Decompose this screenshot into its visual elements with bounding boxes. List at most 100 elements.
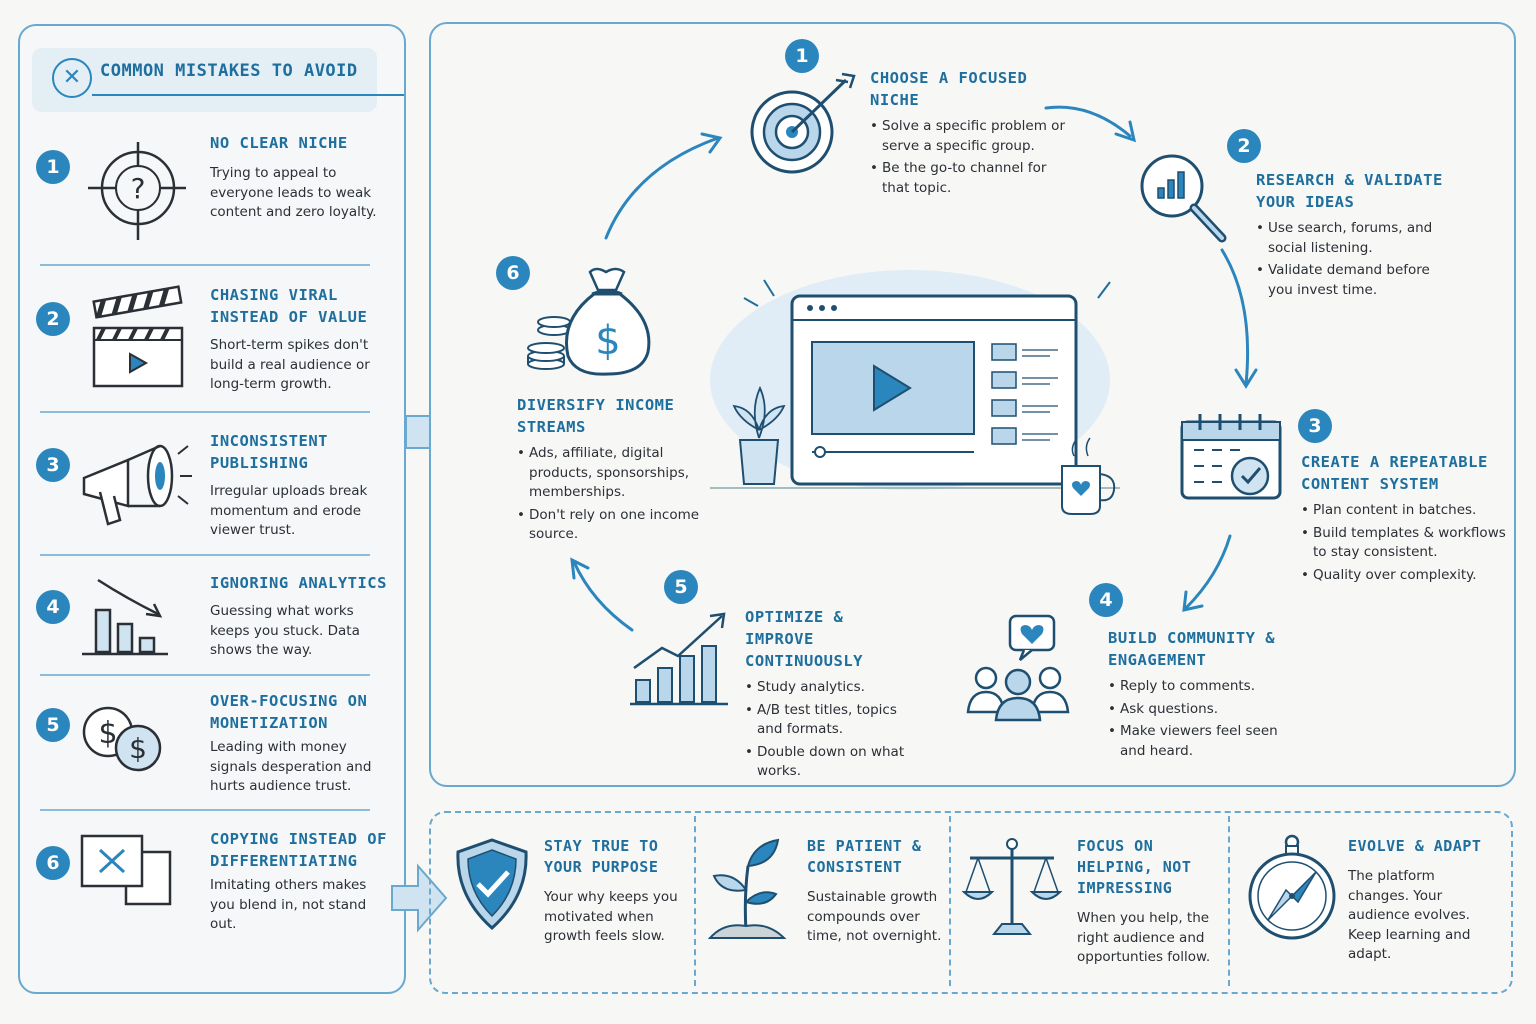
principles-panel [429, 811, 1513, 994]
step-bullet: Reply to comments. [1108, 677, 1278, 697]
step-title: CHOOSE A FOCUSED NICHE [870, 69, 1028, 109]
step-bullet: Don't rely on one income source. [517, 506, 702, 545]
principle-title: FOCUS ON HELPING, NOT IMPRESSING [1077, 837, 1192, 897]
step-bullet: A/B test titles, topics and formats. [745, 701, 915, 740]
svg-text:$: $ [98, 716, 117, 751]
mistake-item: 1 ? NO CLEAR NICHE Trying to appeal to e… [32, 132, 380, 272]
principle-desc: The platform changes. Your audience evol… [1348, 868, 1471, 962]
mistake-desc: Irregular uploads break momentum and ero… [210, 483, 368, 538]
principle-1: STAY TRUE TO YOUR PURPOSE Your why keeps… [544, 836, 689, 947]
divider [1228, 816, 1230, 986]
megaphone-icon [82, 444, 192, 526]
mistake-number: 2 [36, 302, 70, 336]
step-title: RESEARCH & VALIDATE YOUR IDEAS [1256, 171, 1443, 211]
divider [40, 264, 370, 266]
step-bullet: Ask questions. [1108, 700, 1278, 720]
step-title: DIVERSIFY INCOME STREAMS [517, 396, 675, 436]
step-number: 1 [785, 39, 819, 73]
cycle-arrows [570, 105, 1258, 632]
compass-icon [1248, 834, 1336, 940]
principle-title: EVOLVE & ADAPT [1348, 837, 1482, 855]
step-bullet: Be the go-to channel for that topic. [870, 159, 1070, 198]
mistake-item: 5 $ $ OVER-FOCUSING ON MONETIZATION Lead… [32, 690, 380, 830]
divider [694, 816, 696, 986]
declining-chart-icon [82, 578, 168, 656]
step-4: BUILD COMMUNITY & ENGAGEMENT Reply to co… [1108, 627, 1278, 764]
target-icon [750, 72, 856, 174]
mistake-item: 6 COPYING INSTEAD OF DIFFERENTIATING Imi… [32, 828, 386, 968]
step-number: 4 [1089, 583, 1123, 617]
step-bullet: Solve a specific problem or serve a spec… [870, 117, 1070, 156]
svg-text:$: $ [129, 732, 147, 765]
step-number: 2 [1227, 129, 1261, 163]
principle-desc: When you help, the right audience and op… [1077, 910, 1211, 965]
money-bag-icon: $ [527, 267, 651, 376]
mistake-desc: Guessing what works keeps you stuck. Dat… [210, 603, 360, 658]
clapperboard-icon [92, 285, 184, 388]
mistake-title: NO CLEAR NICHE [210, 134, 348, 152]
mistake-number: 5 [36, 708, 70, 742]
mistakes-title: COMMON MISTAKES TO AVOID [100, 61, 358, 81]
growth-chart-icon [630, 612, 728, 706]
shield-check-icon [456, 838, 528, 931]
step-3: CREATE A REPEATABLE CONTENT SYSTEM Plan … [1301, 451, 1506, 588]
divider [40, 411, 370, 413]
mistake-title: CHASING VIRAL INSTEAD OF VALUE [210, 286, 368, 326]
mistake-title: IGNORING ANALYTICS [210, 574, 387, 592]
step-number: 5 [664, 570, 698, 604]
step-bullet: Validate demand before you invest time. [1256, 261, 1446, 300]
mistake-desc: Short-term spikes don't build a real aud… [210, 337, 370, 392]
divider [40, 554, 370, 556]
mistake-number: 1 [36, 150, 70, 184]
mistake-number: 6 [36, 846, 70, 880]
principle-desc: Sustainable growth compounds over time, … [807, 889, 942, 944]
divider [40, 809, 370, 811]
mistake-item: 3 INCONSISTENT PUBLISHING Irregular uplo… [32, 430, 380, 570]
svg-text:$: $ [595, 318, 620, 364]
mistake-number: 3 [36, 448, 70, 482]
step-1: CHOOSE A FOCUSED NICHE Solve a specific … [870, 67, 1070, 201]
x-circle-icon: ✕ [52, 58, 92, 98]
step-bullet: Double down on what works. [745, 743, 915, 782]
mistake-item: 2 CHASING VIRAL INSTEAD OF VALUE Short-t… [32, 284, 380, 424]
step-bullet: Plan content in batches. [1301, 501, 1506, 521]
principle-title: STAY TRUE TO YOUR PURPOSE [544, 837, 659, 876]
sprout-icon [707, 838, 787, 939]
right-arrow-icon [391, 863, 448, 933]
mistake-title: COPYING INSTEAD OF DIFFERENTIATING [210, 830, 387, 870]
step-number: 3 [1298, 409, 1332, 443]
header-underline [92, 94, 404, 96]
step-6: DIVERSIFY INCOME STREAMS Ads, affiliate,… [517, 394, 702, 548]
crosshair-question-icon: ? [88, 142, 186, 240]
mistake-item: 4 IGNORING ANALYTICS Guessing what works… [32, 572, 386, 712]
copy-icon [80, 834, 172, 906]
step-title: CREATE A REPEATABLE CONTENT SYSTEM [1301, 453, 1488, 493]
principle-desc: Your why keeps you motivated when growth… [544, 889, 678, 944]
community-heart-icon [966, 614, 1070, 722]
step-bullet: Make viewers feel seen and heard. [1108, 722, 1278, 761]
svg-text:?: ? [131, 172, 146, 205]
mistake-desc: Trying to appeal to everyone leads to we… [210, 165, 377, 220]
mistake-number: 4 [36, 590, 70, 624]
mistake-desc: Leading with money signals desperation a… [210, 739, 372, 794]
video-player-illustration [710, 270, 1120, 515]
principle-4: EVOLVE & ADAPT The platform changes. You… [1348, 836, 1493, 965]
mistakes-panel [18, 24, 406, 994]
magnifier-chart-icon [1140, 154, 1227, 243]
step-bullet: Quality over complexity. [1301, 566, 1506, 586]
principle-2: BE PATIENT & CONSISTENT Sustainable grow… [807, 836, 947, 947]
calendar-check-icon [1180, 414, 1282, 500]
step-title: BUILD COMMUNITY & ENGAGEMENT [1108, 629, 1276, 669]
mistake-title: OVER-FOCUSING ON MONETIZATION [210, 692, 368, 732]
mistakes-header: ✕ COMMON MISTAKES TO AVOID [32, 48, 404, 112]
step-bullet: Study analytics. [745, 678, 915, 698]
step-bullet: Ads, affiliate, digital products, sponso… [517, 444, 702, 503]
step-bullet: Use search, forums, and social listening… [1256, 219, 1446, 258]
divider [40, 674, 370, 676]
step-2: RESEARCH & VALIDATE YOUR IDEAS Use searc… [1256, 169, 1446, 303]
mistake-desc: Imitating others makes you blend in, not… [210, 877, 367, 932]
principle-title: BE PATIENT & CONSISTENT [807, 837, 922, 876]
scales-icon [961, 838, 1063, 935]
step-5: OPTIMIZE & IMPROVE CONTINUOUSLY Study an… [745, 606, 915, 785]
step-bullet: Build templates & workflows to stay cons… [1301, 524, 1506, 563]
